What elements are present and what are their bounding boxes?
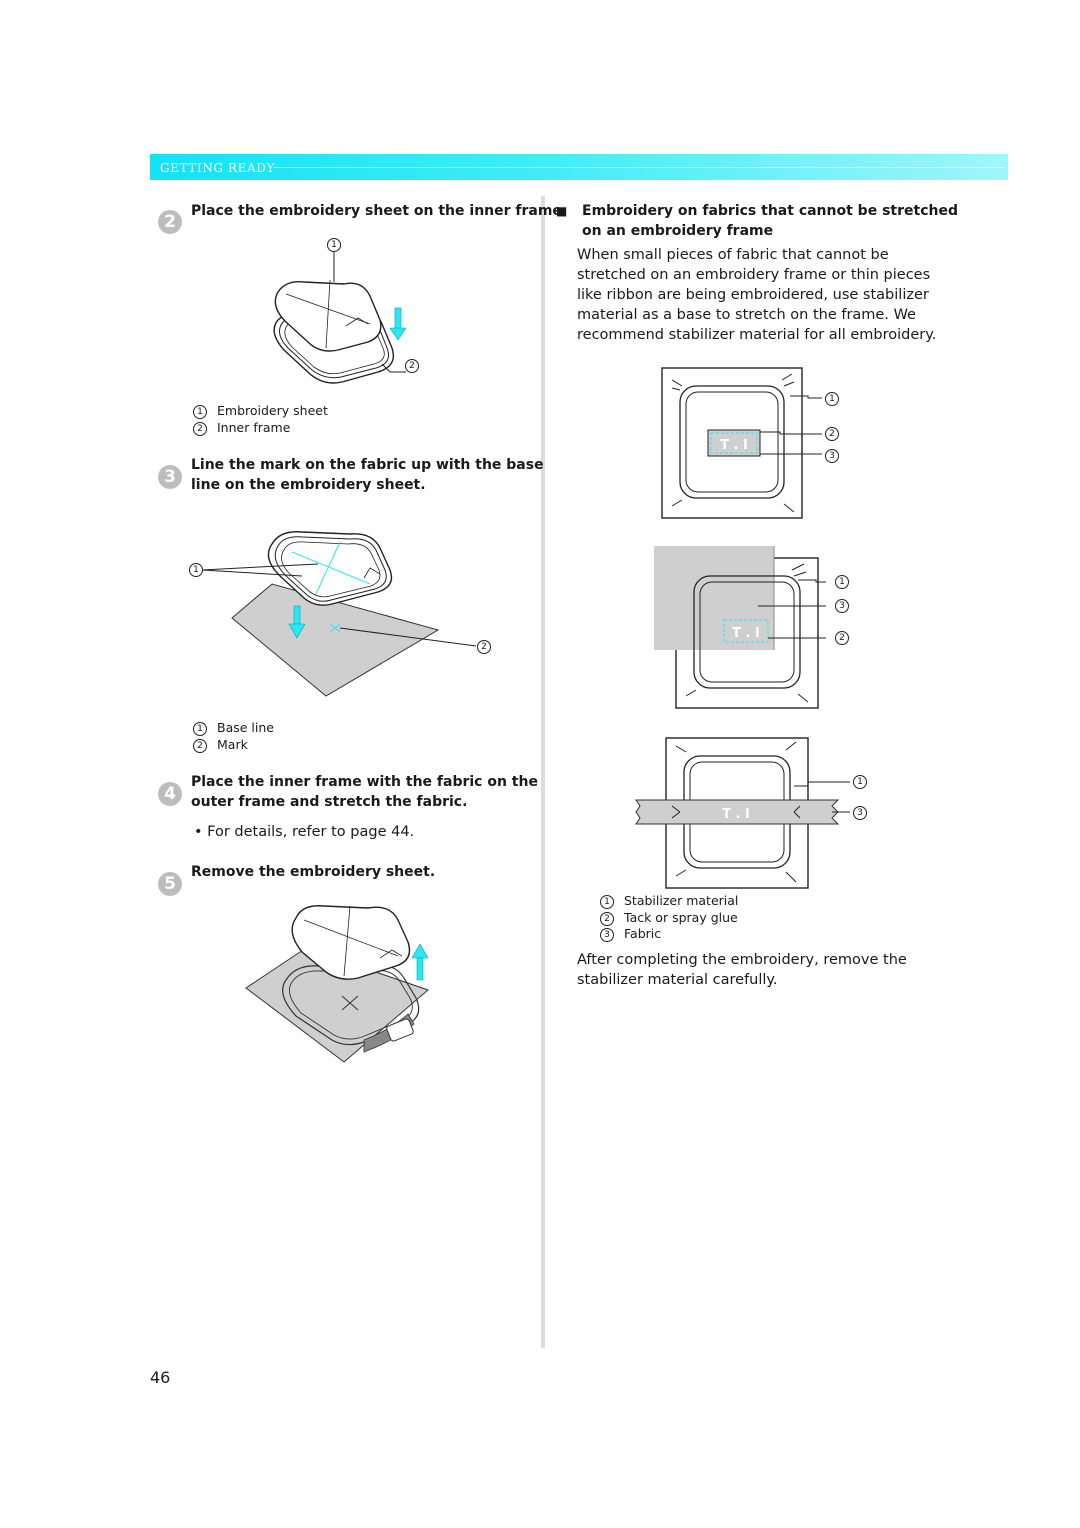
right-paragraph-line-3: like ribbon are being embroidered, use s…	[577, 287, 929, 303]
right-callout-1: 1 Stabilizer material	[600, 892, 738, 909]
right-paragraph-line-5: recommend stabilizer material for all em…	[577, 327, 937, 343]
right-paragraph-line-4: material as a base to stretch on the fra…	[577, 307, 916, 323]
stabilizer-figure-1: T . I	[661, 367, 822, 519]
step-4-number: 4	[158, 782, 182, 806]
closing-line-1: After completing the embroidery, remove …	[577, 952, 907, 968]
stabilizer-figure-2: T . I	[654, 546, 826, 709]
page-number: 46	[150, 1368, 171, 1387]
step-2-fig-label-1: 1	[327, 238, 341, 252]
step-3-fig-label-1: 1	[189, 563, 203, 577]
callout-number: 1	[193, 722, 207, 736]
section-bullet-square: ■	[556, 204, 568, 218]
fig2-num-3: 3	[835, 599, 849, 613]
fig1-num-3: 3	[825, 449, 839, 463]
step-3-callout-1: 1 Base line	[193, 719, 274, 736]
step-4-bullet: • For details, refer to page 44.	[194, 824, 415, 840]
callout-text: Stabilizer material	[624, 893, 739, 908]
fig1-num-1: 1	[825, 392, 839, 406]
section-header-rule	[274, 167, 1004, 168]
step-2-number: 2	[158, 210, 182, 234]
step-2-callout-2: 2 Inner frame	[193, 419, 290, 436]
step-2-heading: Place the embroidery sheet on the inner …	[191, 203, 568, 219]
callout-number: 2	[193, 422, 207, 436]
fig3-label-text: T . I	[722, 807, 750, 822]
step-5-illustration	[245, 905, 429, 1063]
step-3-heading-line1: Line the mark on the fabric up with the …	[191, 457, 544, 473]
step-4-heading-line1: Place the inner frame with the fabric on…	[191, 774, 538, 790]
stabilizer-figure-3: T . I	[635, 737, 850, 889]
callout-text: Inner frame	[217, 420, 291, 435]
step-3-callout-2: 2 Mark	[193, 736, 248, 753]
callout-text: Tack or spray glue	[624, 910, 738, 925]
section-header-label: GETTING READY	[160, 161, 276, 175]
column-divider	[541, 196, 545, 1348]
step-2-callout-1: 1 Embroidery sheet	[193, 402, 328, 419]
right-section-title-line1: Embroidery on fabrics that cannot be str…	[582, 203, 958, 219]
fig1-label-text: T . I	[720, 438, 748, 453]
fig1-num-2: 2	[825, 427, 839, 441]
step-3-illustration	[201, 531, 477, 697]
fig2-num-2: 2	[835, 631, 849, 645]
step-5-heading: Remove the embroidery sheet.	[191, 864, 436, 880]
step-3-fig-label-2: 2	[477, 640, 491, 654]
right-section-title-line2: on an embroidery frame	[582, 223, 774, 239]
step-2-fig-label-2: 2	[405, 359, 419, 373]
step-3-heading-line2: line on the embroidery sheet.	[191, 477, 426, 493]
right-paragraph-line-2: stretched on an embroidery frame or thin…	[577, 267, 931, 283]
callout-text: Embroidery sheet	[217, 403, 328, 418]
closing-line-2: stabilizer material carefully.	[577, 972, 778, 988]
step-5-number: 5	[158, 872, 182, 896]
fig3-num-1: 1	[853, 775, 867, 789]
right-callout-3: 3 Fabric	[600, 925, 661, 942]
callout-number: 2	[193, 739, 207, 753]
callout-number: 1	[193, 405, 207, 419]
callout-number: 3	[600, 928, 614, 942]
step-4-heading-line2: outer frame and stretch the fabric.	[191, 794, 468, 810]
callout-text: Base line	[217, 720, 274, 735]
step-2-illustration	[273, 250, 407, 384]
right-paragraph-line-1: When small pieces of fabric that cannot …	[577, 247, 889, 263]
callout-number: 2	[600, 912, 614, 926]
fig2-num-1: 1	[835, 575, 849, 589]
fig3-num-3: 3	[853, 806, 867, 820]
step-3-number: 3	[158, 465, 182, 489]
right-callout-2: 2 Tack or spray glue	[600, 909, 738, 926]
callout-text: Mark	[217, 737, 248, 752]
fig2-label-text: T . I	[732, 626, 760, 641]
callout-number: 1	[600, 895, 614, 909]
callout-text: Fabric	[624, 926, 662, 941]
